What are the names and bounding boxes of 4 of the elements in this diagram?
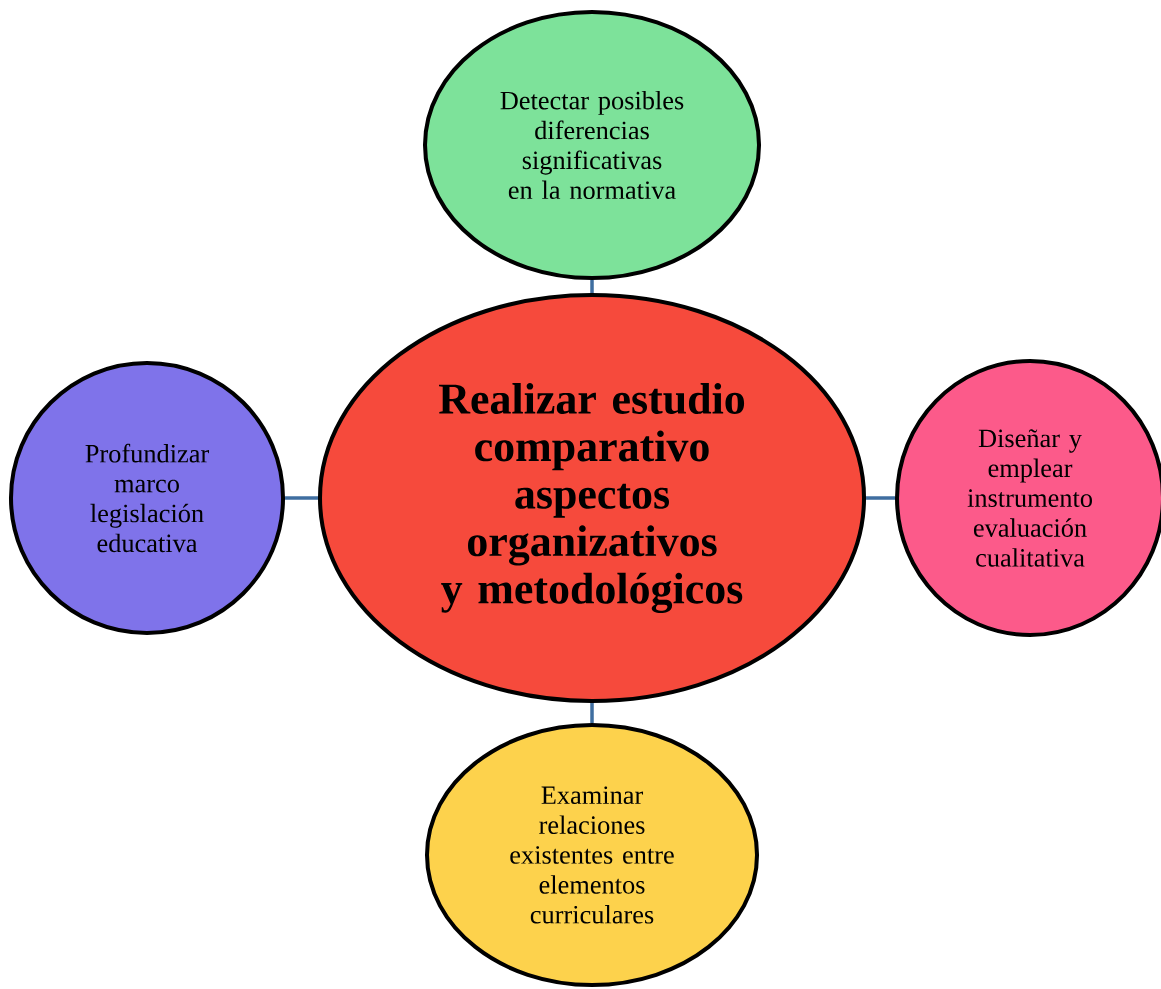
connector-line [866, 496, 895, 500]
connector-line [590, 703, 594, 723]
connector-line [590, 280, 594, 293]
connector-line [285, 496, 318, 500]
